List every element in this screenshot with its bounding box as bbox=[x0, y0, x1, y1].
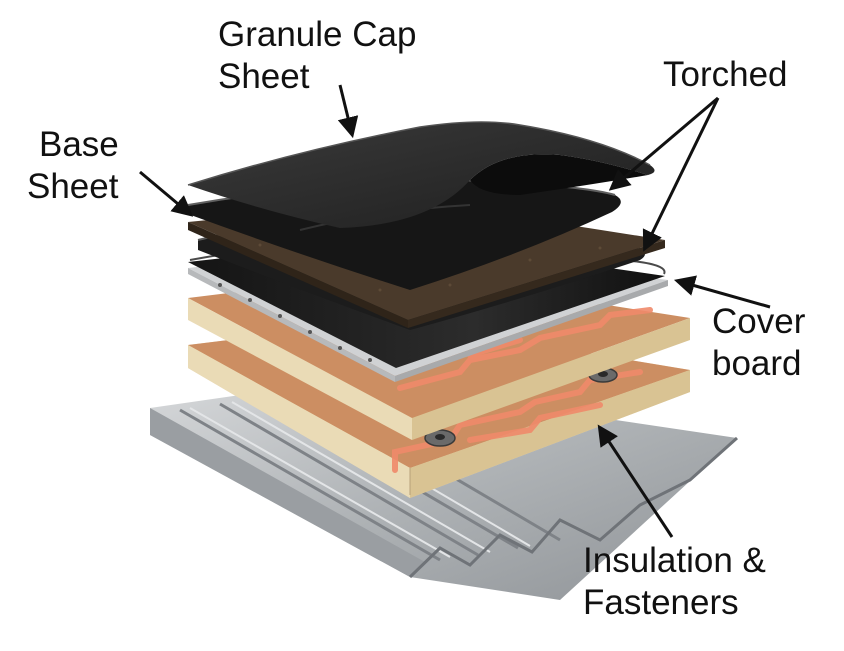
label-torched: Torched bbox=[663, 55, 788, 94]
arrow-torched-upper bbox=[608, 96, 719, 191]
arrow-insulation bbox=[597, 424, 674, 538]
arrow-cover-board bbox=[673, 275, 771, 309]
fastener-plate-lower bbox=[424, 429, 456, 447]
arrow-base-sheet bbox=[139, 170, 194, 217]
granule-cap-sheet bbox=[187, 121, 655, 228]
arrows bbox=[139, 84, 771, 538]
label-insulation-fasteners: Insulation & Fasteners bbox=[583, 541, 766, 622]
label-granule-cap-sheet: Granule Cap Sheet bbox=[218, 15, 417, 96]
arrow-granule-cap bbox=[337, 84, 359, 139]
steel-deck bbox=[150, 380, 738, 600]
label-base-sheet: Base Sheet bbox=[27, 125, 119, 206]
label-cover-board: Cover board bbox=[712, 302, 806, 383]
arrow-torched-lower bbox=[642, 97, 720, 252]
